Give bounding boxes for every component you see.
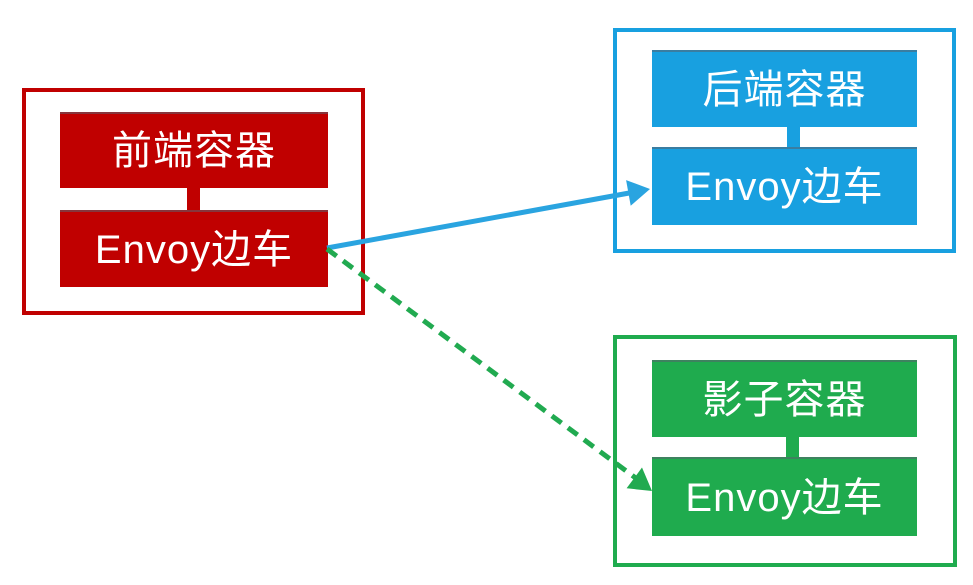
- frontend-envoy-sidecar-label: Envoy边车: [94, 227, 294, 272]
- frontend-pod-group: 前端容器 Envoy边车: [22, 88, 365, 315]
- arrow-frontend-to-backend: [326, 190, 633, 251]
- shadow-container-label: 影子容器: [702, 377, 867, 422]
- backend-connector-stub: [787, 124, 800, 151]
- frontend-connector-stub: [187, 184, 200, 212]
- shadow-container-box: 影子容器: [652, 360, 917, 437]
- backend-container-box: 后端容器: [652, 50, 917, 127]
- backend-envoy-sidecar-box: Envoy边车: [652, 147, 917, 225]
- shadow-envoy-sidecar-box: Envoy边车: [652, 457, 917, 536]
- backend-pod-group: 后端容器 Envoy边车: [613, 28, 956, 253]
- backend-envoy-sidecar-label: Envoy边车: [685, 165, 884, 209]
- frontend-container-box: 前端容器: [60, 112, 328, 188]
- shadow-pod-group: 影子容器 Envoy边车: [613, 335, 957, 567]
- shadow-connector-stub: [786, 433, 799, 460]
- shadow-envoy-sidecar-label: Envoy边车: [685, 475, 884, 520]
- frontend-container-label: 前端容器: [112, 129, 276, 173]
- arrow-frontend-to-shadow: [325, 246, 639, 482]
- backend-container-label: 后端容器: [702, 67, 867, 112]
- frontend-envoy-sidecar-box: Envoy边车: [60, 210, 328, 287]
